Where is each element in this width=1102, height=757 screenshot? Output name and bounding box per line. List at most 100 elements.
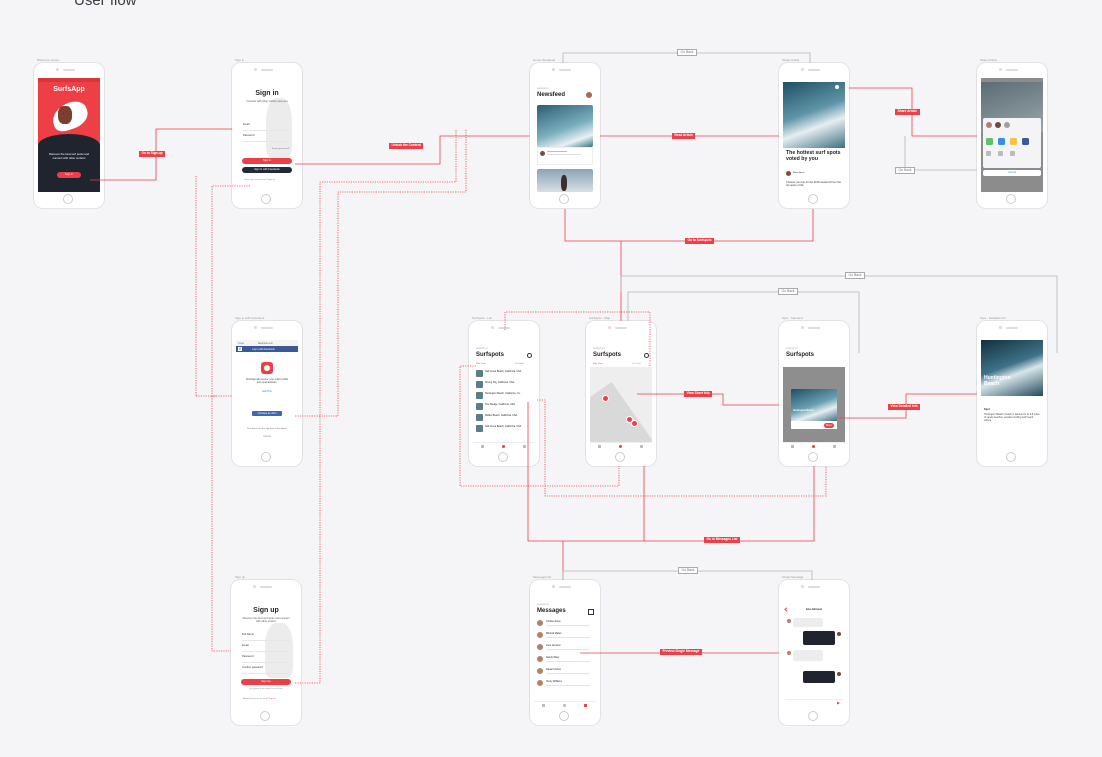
spot-name: Salt Creek Beach, California, USA bbox=[485, 370, 522, 373]
list-view-toggle[interactable]: List View bbox=[515, 363, 524, 365]
signin-link[interactable]: Sign in bbox=[268, 698, 276, 700]
mapsel-title: Surfspots bbox=[786, 352, 815, 358]
more-button[interactable]: More bbox=[824, 422, 834, 428]
mail-share-icon[interactable] bbox=[998, 138, 1005, 145]
signin-button[interactable]: Sign in bbox=[242, 158, 292, 164]
messages-share-icon[interactable] bbox=[986, 138, 993, 145]
share-sheet bbox=[983, 118, 1041, 168]
fb-close[interactable]: Close bbox=[238, 341, 245, 345]
fullname-field[interactable] bbox=[242, 640, 290, 641]
surfspot-list-item[interactable]: Strong Sity, California, USA bbox=[476, 380, 532, 389]
surfspot-list-item[interactable]: The Wedge, California, USA bbox=[476, 402, 532, 411]
profile-avatar[interactable] bbox=[586, 92, 592, 98]
edge-label-go-back: Go Back bbox=[678, 567, 699, 575]
welcome-signin-button[interactable]: Sign in bbox=[57, 172, 81, 178]
tab-surfspots-icon[interactable] bbox=[619, 444, 622, 448]
signin-screen: Sign in Connect with other surfers near … bbox=[236, 78, 298, 192]
article-card-footer[interactable] bbox=[537, 147, 593, 165]
tab-messages-icon[interactable] bbox=[640, 444, 643, 448]
home-button[interactable] bbox=[559, 711, 569, 721]
spot-thumbnail bbox=[476, 403, 483, 410]
spot-preview-card[interactable]: Huntington Beach bbox=[791, 389, 837, 421]
home-button[interactable] bbox=[615, 452, 625, 462]
edge-label-view-short: View Short Info bbox=[684, 391, 713, 397]
conversation-item[interactable]: Henry Williams bbox=[537, 679, 593, 688]
home-button[interactable] bbox=[808, 194, 818, 204]
facebook-signin-button[interactable]: Sign in with Facebook bbox=[242, 167, 292, 173]
facebook-screen: Close facebook.com f Log in with Faceboo… bbox=[236, 336, 298, 450]
home-button[interactable] bbox=[498, 452, 508, 462]
surfspot-list-item[interactable]: Salt Creek Beach, California, USA bbox=[476, 369, 532, 378]
send-icon[interactable] bbox=[837, 701, 840, 705]
map-view-toggle[interactable]: Map View bbox=[476, 363, 486, 365]
conversation-item[interactable]: Christa Jones bbox=[537, 619, 593, 628]
tab-newsfeed-icon[interactable] bbox=[791, 444, 794, 448]
edge-label-read-article: Read Article bbox=[672, 133, 696, 139]
article-card-image[interactable] bbox=[537, 105, 593, 147]
message-input[interactable] bbox=[785, 699, 843, 706]
label-list: Surfspots - List bbox=[472, 316, 493, 320]
tab-messages-icon[interactable] bbox=[523, 444, 526, 448]
home-button[interactable] bbox=[63, 194, 73, 204]
home-button[interactable] bbox=[260, 711, 270, 721]
avatar bbox=[537, 644, 543, 650]
map-pin[interactable] bbox=[626, 416, 633, 423]
surfspot-list-item[interactable]: Salt Creek Beach, California, USA bbox=[476, 424, 532, 433]
tab-newsfeed-icon[interactable] bbox=[542, 703, 545, 707]
list-view-toggle[interactable]: List View bbox=[632, 363, 641, 365]
tab-surfspots-icon[interactable] bbox=[563, 703, 566, 707]
map-pin[interactable] bbox=[602, 395, 609, 402]
home-button[interactable] bbox=[1006, 194, 1016, 204]
message-preview bbox=[546, 648, 590, 650]
conversation-item[interactable]: Mitchell Mabel bbox=[537, 631, 593, 640]
avatar bbox=[537, 632, 543, 638]
home-button[interactable] bbox=[1006, 452, 1016, 462]
home-button[interactable] bbox=[559, 194, 569, 204]
share-cancel-button[interactable]: Cancel bbox=[983, 170, 1041, 176]
fb-cancel[interactable]: Cancel bbox=[263, 435, 271, 438]
surfspot-list-item[interactable]: Malibu Beach, California, USA bbox=[476, 413, 532, 422]
surfspot-list-item[interactable]: Huntington Beach, California, Us... bbox=[476, 391, 532, 400]
save-icon[interactable] bbox=[1010, 151, 1015, 156]
home-button[interactable] bbox=[261, 194, 271, 204]
forgot-password-link[interactable]: Forgot password? bbox=[272, 148, 290, 150]
print-icon[interactable] bbox=[998, 151, 1003, 156]
password-field[interactable] bbox=[243, 141, 291, 142]
signup-email-field[interactable] bbox=[242, 651, 290, 652]
signup-link[interactable]: Sign up bbox=[267, 179, 275, 181]
tab-messages-icon[interactable] bbox=[833, 444, 836, 448]
fb-continue-button[interactable]: Continue as John bbox=[252, 411, 282, 416]
spot-thumbnail bbox=[476, 425, 483, 432]
conversation-item[interactable]: Jane Jamison bbox=[537, 643, 593, 652]
home-button[interactable] bbox=[808, 452, 818, 462]
signup-password-field[interactable] bbox=[242, 662, 290, 663]
confirm-password-field[interactable] bbox=[242, 673, 290, 674]
conversation-item[interactable]: Daniel Forbes bbox=[537, 667, 593, 676]
map-view[interactable] bbox=[590, 367, 652, 443]
email-field[interactable] bbox=[243, 130, 291, 131]
tab-surfspots-icon[interactable] bbox=[812, 444, 815, 448]
tab-messages-icon[interactable] bbox=[584, 703, 587, 707]
search-icon[interactable] bbox=[527, 353, 532, 358]
facebook-share-icon[interactable] bbox=[1022, 138, 1029, 145]
conversation-item[interactable]: Sandy Wiley bbox=[537, 655, 593, 664]
contact-name: Mitchell Mabel bbox=[546, 632, 562, 635]
home-button[interactable] bbox=[261, 452, 271, 462]
tab-newsfeed-icon[interactable] bbox=[481, 444, 484, 448]
second-article-image[interactable] bbox=[537, 169, 593, 192]
fb-edit-link[interactable]: Edit This bbox=[262, 390, 272, 393]
signup-button[interactable]: Sign Up bbox=[241, 679, 291, 685]
map-view-toggle[interactable]: Map View bbox=[593, 363, 603, 365]
spot-name: Malibu Beach, California, USA bbox=[485, 414, 518, 417]
tab-newsfeed-icon[interactable] bbox=[598, 444, 601, 448]
close-icon[interactable] bbox=[835, 85, 839, 89]
map-pin[interactable] bbox=[631, 420, 638, 427]
no-account-text: Don't have an account? bbox=[244, 179, 267, 181]
compose-icon[interactable] bbox=[588, 609, 594, 615]
notes-share-icon[interactable] bbox=[1010, 138, 1017, 145]
search-icon[interactable] bbox=[644, 353, 649, 358]
author-avatar bbox=[786, 171, 791, 176]
home-button[interactable] bbox=[808, 711, 818, 721]
tab-surfspots-icon[interactable] bbox=[502, 444, 505, 448]
copy-icon[interactable] bbox=[986, 151, 991, 156]
